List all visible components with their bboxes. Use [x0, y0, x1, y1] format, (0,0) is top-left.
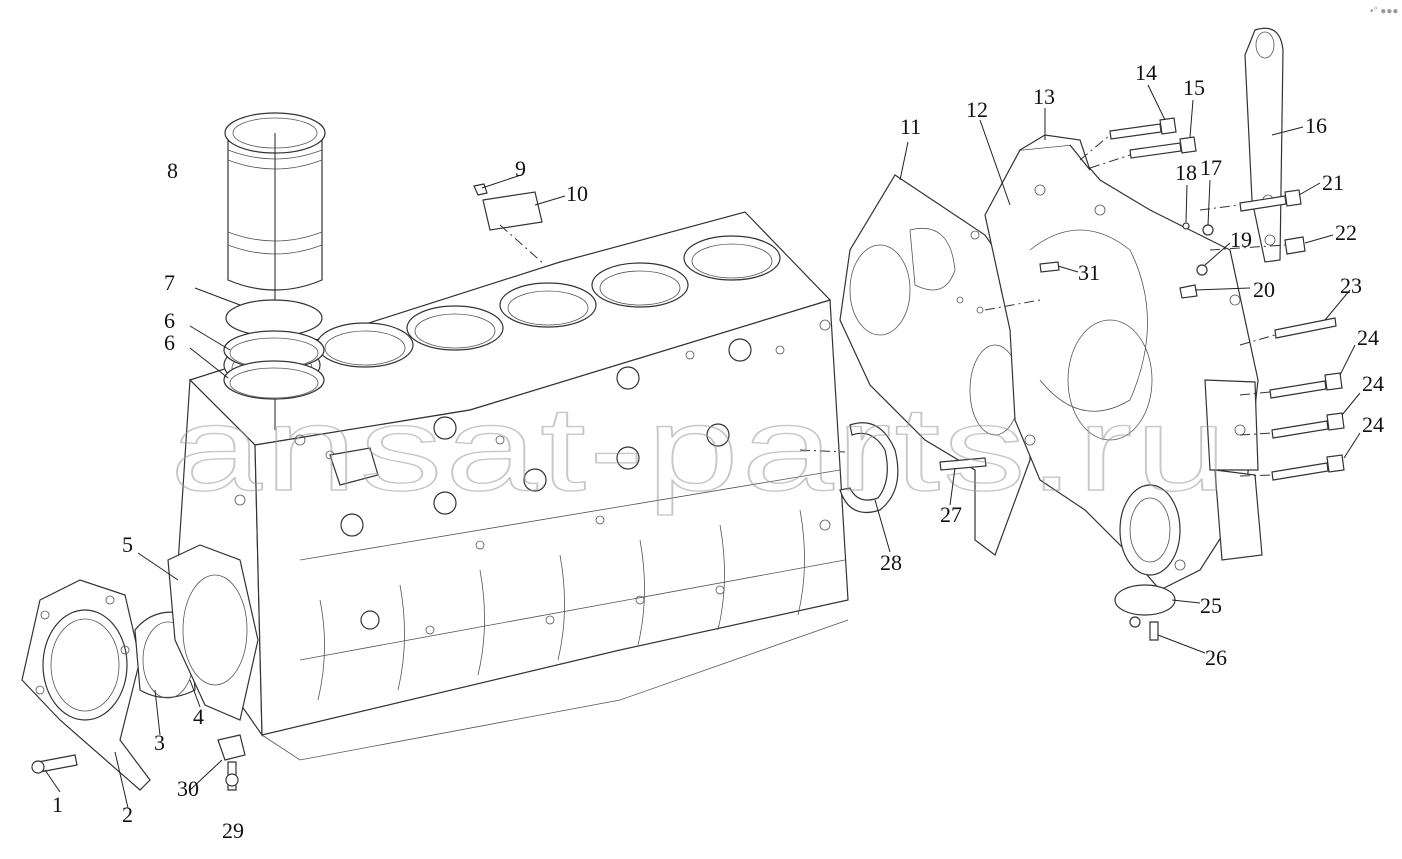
snap-ring	[839, 422, 899, 514]
label-16: 16	[1305, 113, 1327, 138]
label-22: 22	[1335, 220, 1357, 245]
seal-plate	[167, 544, 259, 721]
label-11: 11	[900, 114, 921, 139]
label-6a: 6	[164, 308, 175, 333]
center-lines	[799, 134, 1286, 477]
flywheel-housing	[984, 134, 1263, 591]
label-6b: 6	[164, 330, 175, 355]
label-7: 7	[164, 270, 175, 295]
label-26: 26	[1205, 645, 1227, 670]
leader-lines	[44, 84, 1361, 809]
label-10: 10	[566, 181, 588, 206]
label-29: 29	[222, 818, 244, 843]
label-18: 18	[1175, 160, 1197, 185]
label-31: 31	[1078, 260, 1100, 285]
label-27: 27	[940, 502, 962, 527]
label-24a: 24	[1357, 325, 1379, 350]
label-21: 21	[1322, 170, 1344, 195]
bolts	[939, 117, 1345, 641]
label-8: 8	[167, 158, 178, 183]
label-23: 23	[1340, 273, 1362, 298]
liner-seal-rings	[223, 299, 325, 400]
corner-mark: •° ●●●	[1370, 6, 1398, 17]
label-9: 9	[515, 156, 526, 181]
rear-seal-housing	[21, 579, 151, 791]
label-19: 19	[1230, 227, 1252, 252]
label-25: 25	[1200, 593, 1222, 618]
label-30: 30	[177, 776, 199, 801]
label-15: 15	[1183, 75, 1205, 100]
cover-plate	[473, 183, 546, 266]
label-24b: 24	[1362, 371, 1384, 396]
label-5: 5	[122, 532, 133, 557]
label-24c: 24	[1362, 412, 1384, 437]
label-1: 1	[52, 792, 63, 817]
label-20: 20	[1253, 277, 1275, 302]
label-14: 14	[1135, 60, 1157, 85]
label-12: 12	[966, 97, 988, 122]
label-3: 3	[154, 730, 165, 755]
watermark: ansat-parts.ru	[170, 382, 1230, 516]
label-2: 2	[122, 802, 133, 827]
part-labels: 1 2 3 4 5 6 6 7 8 9 10 11 12 13 14 15 16…	[52, 60, 1384, 843]
label-4: 4	[193, 704, 204, 729]
label-13: 13	[1033, 84, 1055, 109]
label-17: 17	[1200, 155, 1222, 180]
label-28: 28	[880, 550, 902, 575]
sensor-bracket	[217, 734, 246, 791]
